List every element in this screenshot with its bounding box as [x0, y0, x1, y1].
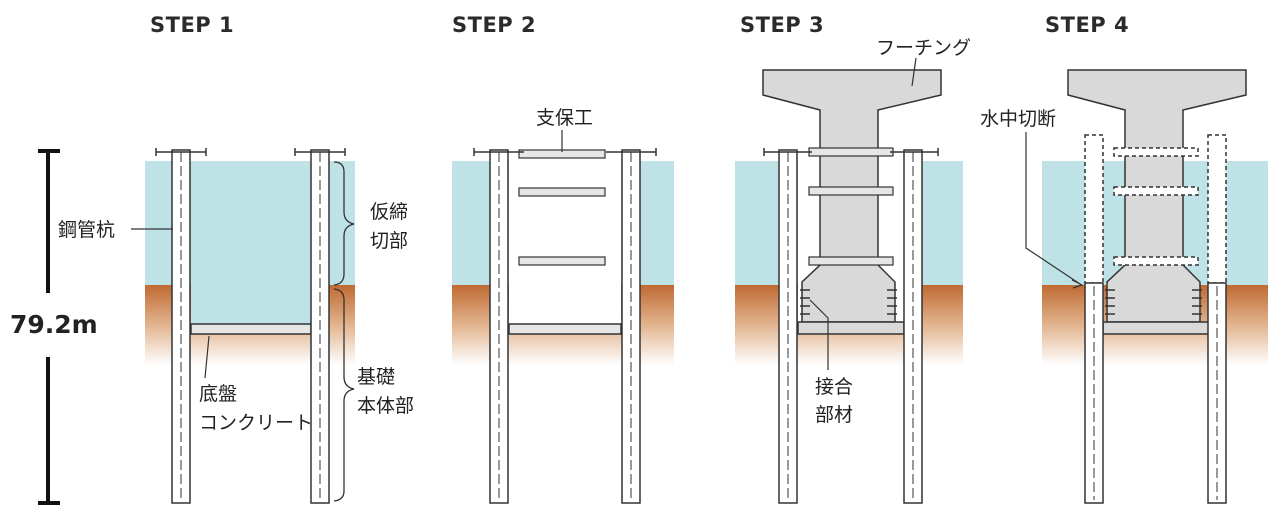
step-3-panel: フーチング 接合 部材 — [735, 37, 971, 504]
steel-pipe-pile-label: 鋼管杭 — [58, 219, 115, 241]
base-slab-concrete — [190, 323, 312, 335]
base-slab-label-1: 底盤 — [199, 383, 237, 405]
steel-pipe-pile-right — [294, 148, 346, 504]
step-1-panel: 鋼管杭 仮締 切部 基礎 本体部 底盤 コンクリート — [58, 148, 414, 504]
joint-members — [1105, 289, 1202, 315]
steel-pipe-pile-left — [763, 148, 812, 504]
dry-excavation — [509, 161, 621, 325]
steel-pipe-pile-right-cut — [1207, 282, 1227, 504]
cofferdam-label-1: 仮締 — [370, 201, 408, 223]
foundation-label-1: 基礎 — [357, 366, 395, 388]
strut-middle — [808, 186, 894, 196]
steel-pipe-pile-right — [890, 148, 939, 504]
footing-label: フーチング — [876, 37, 971, 59]
foundation-brace — [333, 288, 355, 502]
footing-leader — [911, 57, 917, 87]
base-slab-concrete — [797, 321, 905, 335]
step-2-panel: 支保工 — [452, 107, 674, 504]
cofferdam-brace — [333, 161, 355, 286]
step-4-title: STEP 4 — [1045, 13, 1129, 37]
step-4-panel: 水中切断 — [980, 69, 1268, 504]
base-slab-label-2: コンクリート — [199, 412, 313, 434]
strut-bottom — [808, 256, 894, 266]
joint-label-2: 部材 — [815, 404, 853, 426]
strut-bottom — [518, 256, 606, 266]
cofferdam-label-2: 切部 — [370, 230, 408, 252]
strut-label: 支保工 — [536, 107, 593, 129]
steel-pipe-pile-left — [155, 148, 207, 504]
joint-members — [800, 289, 897, 315]
cutting-leader — [1025, 132, 1081, 285]
cofferdam-water — [191, 161, 311, 325]
steel-pipe-pile-right — [606, 148, 657, 504]
steel-pipe-pile-left — [473, 148, 524, 504]
strut-middle — [518, 187, 606, 197]
underwater-cutting-label: 水中切断 — [980, 108, 1056, 130]
strut-top — [808, 147, 894, 157]
steel-pipe-pile-left-cut — [1084, 282, 1104, 504]
base-slab-concrete — [1102, 321, 1210, 335]
foundation-label-2: 本体部 — [357, 395, 414, 417]
height-dimension: 79.2m — [10, 149, 98, 505]
cutting-arrowhead — [1071, 279, 1084, 289]
step-2-title: STEP 2 — [452, 13, 536, 37]
removed-struts — [1113, 147, 1199, 266]
step-1-title: STEP 1 — [150, 13, 234, 37]
step-3-title: STEP 3 — [740, 13, 824, 37]
base-slab-concrete — [508, 323, 622, 335]
slab-leader — [204, 335, 210, 379]
joint-leader — [809, 299, 829, 370]
joint-label-1: 接合 — [815, 376, 853, 398]
height-label: 79.2m — [10, 310, 98, 339]
